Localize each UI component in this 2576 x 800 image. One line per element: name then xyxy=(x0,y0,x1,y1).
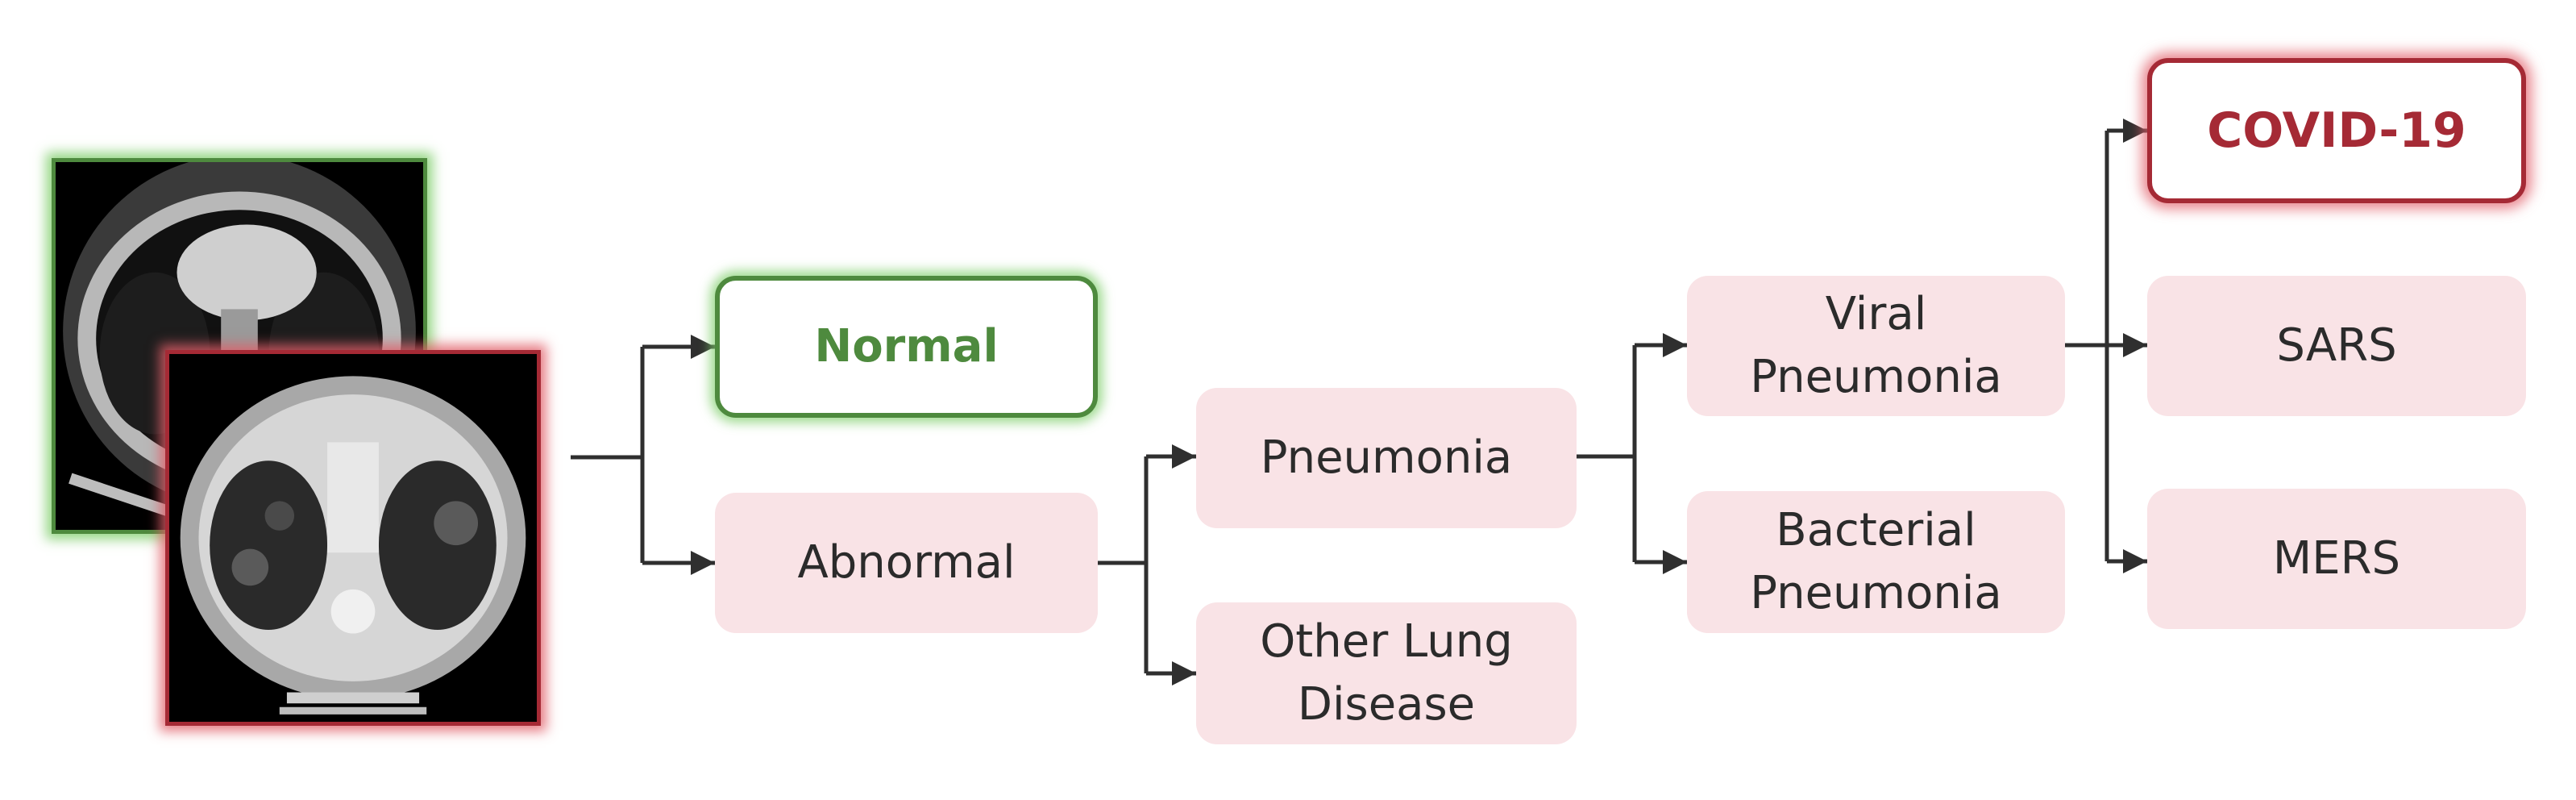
covid19-label: COVID-19 xyxy=(2207,102,2466,159)
mers-node: MERS xyxy=(2147,489,2526,629)
covid19-node: COVID-19 xyxy=(2147,58,2526,203)
bacterial-pneumonia-label: Bacterial Pneumonia xyxy=(1750,504,2002,619)
sars-label: SARS xyxy=(2276,319,2397,372)
pneumonia-node: Pneumonia xyxy=(1196,388,1577,528)
abnormal-ct-scan-image xyxy=(165,350,541,726)
mers-label: MERS xyxy=(2272,532,2401,585)
pneumonia-label: Pneumonia xyxy=(1260,431,1513,484)
other-lung-disease-label: Other Lung Disease xyxy=(1260,615,1513,731)
bacterial-pneumonia-node: Bacterial Pneumonia xyxy=(1687,491,2065,633)
viral-pneumonia-node: Viral Pneumonia xyxy=(1687,276,2065,416)
abnormal-label: Abnormal xyxy=(797,536,1016,589)
sars-node: SARS xyxy=(2147,276,2526,416)
normal-label: Normal xyxy=(814,320,999,373)
viral-pneumonia-label: Viral Pneumonia xyxy=(1750,288,2002,403)
normal-node: Normal xyxy=(715,276,1098,418)
abnormal-node: Abnormal xyxy=(715,493,1098,633)
other-lung-disease-node: Other Lung Disease xyxy=(1196,602,1577,744)
